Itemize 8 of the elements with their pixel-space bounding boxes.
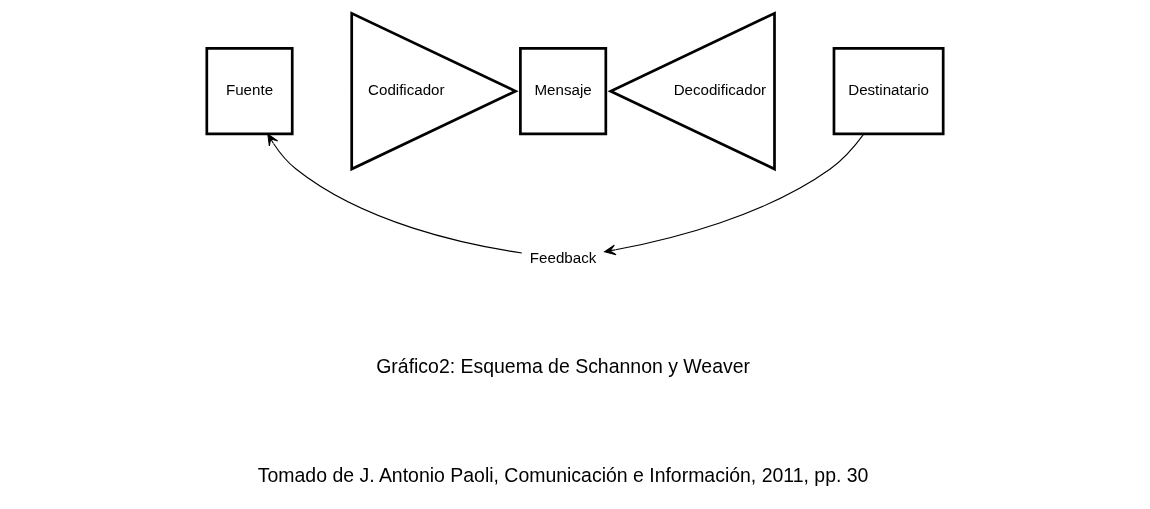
label: Tomado de J. Antonio Paoli, Comunicación e Información, 2011, pp. 30 bbox=[257, 463, 869, 486]
node-text: Feedback bbox=[529, 248, 597, 266]
node-box: Destinatario bbox=[832, 46, 945, 135]
arrow bbox=[604, 133, 865, 255]
node-box: Fuente bbox=[205, 46, 294, 135]
node-box: Mensaje bbox=[519, 46, 608, 135]
arrow bbox=[267, 133, 523, 254]
label: Gráfico2: Esquema de Schannon y Weaver bbox=[376, 354, 750, 377]
